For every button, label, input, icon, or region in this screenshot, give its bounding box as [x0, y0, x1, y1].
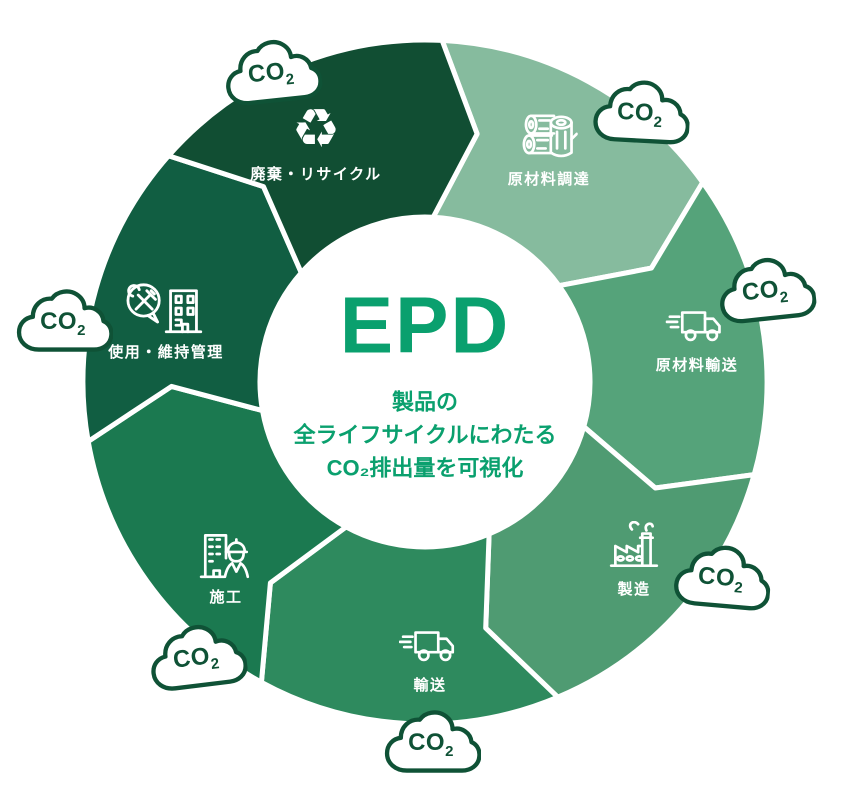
logs-icon [520, 111, 578, 161]
cloud-icon [151, 624, 248, 691]
segment-block-use-maintenance: 使用・維持管理 [108, 282, 224, 362]
co2-label: CO2 [40, 308, 86, 339]
cloud-icon [593, 80, 690, 145]
cloud-icon [16, 289, 113, 352]
epd-subtitle-line: 製品の [391, 389, 458, 415]
segment-label: 輸送 [413, 677, 447, 694]
segment-block-raw-material-procurement: 原材料調達 [508, 111, 591, 189]
segment-block-construction: 施工 [197, 529, 255, 607]
recycle-icon: ♻ [291, 99, 341, 159]
segment-block-raw-material-transport: 原材料輸送 [656, 305, 739, 375]
epd-title: EPD [339, 280, 511, 370]
segment-label: 製造 [617, 581, 651, 598]
segment-label: 使用・維持管理 [108, 344, 224, 361]
co2-cloud: CO2 [381, 705, 481, 781]
segment-label: 廃棄・リサイクル [250, 166, 382, 183]
segment-block-disposal-recycling: ♻ 廃棄・リサイクル [250, 102, 381, 184]
segment-label: 原材料調達 [507, 171, 591, 188]
cloud-icon [720, 258, 817, 324]
segment-block-manufacturing: 製造 [605, 521, 663, 599]
segment-label: 施工 [209, 589, 243, 606]
co2-cloud: CO2 [668, 536, 774, 620]
center-message: EPD 製品の 全ライフサイクルにわたる CO₂排出量を可視化 [255, 280, 595, 485]
co2-cloud: CO2 [588, 72, 692, 153]
segment-block-transport: 輸送 [399, 625, 461, 695]
epd-subtitle-line: CO₂排出量を可視化 [326, 455, 524, 481]
epd-subtitle-line: 全ライフサイクルにわたる [293, 422, 557, 448]
factory-icon [605, 521, 663, 571]
cloud-icon [384, 710, 481, 773]
co2-cloud: CO2 [711, 248, 818, 334]
tools-building-icon [125, 282, 207, 334]
epd-subtitle: 製品の 全ライフサイクルにわたる CO₂排出量を可視化 [255, 386, 595, 485]
co2-cloud: CO2 [142, 614, 251, 702]
co2-label: CO2 [616, 97, 663, 132]
co2-cloud: CO2 [217, 30, 324, 116]
cloud-icon [226, 40, 323, 106]
truck-icon [399, 625, 461, 667]
cloud-icon [674, 545, 771, 611]
truck-icon [665, 305, 728, 347]
co2-label: CO2 [408, 729, 454, 760]
segment-label: 原材料輸送 [655, 357, 739, 374]
construction-worker-icon [197, 529, 255, 579]
co2-cloud: CO2 [13, 284, 113, 360]
